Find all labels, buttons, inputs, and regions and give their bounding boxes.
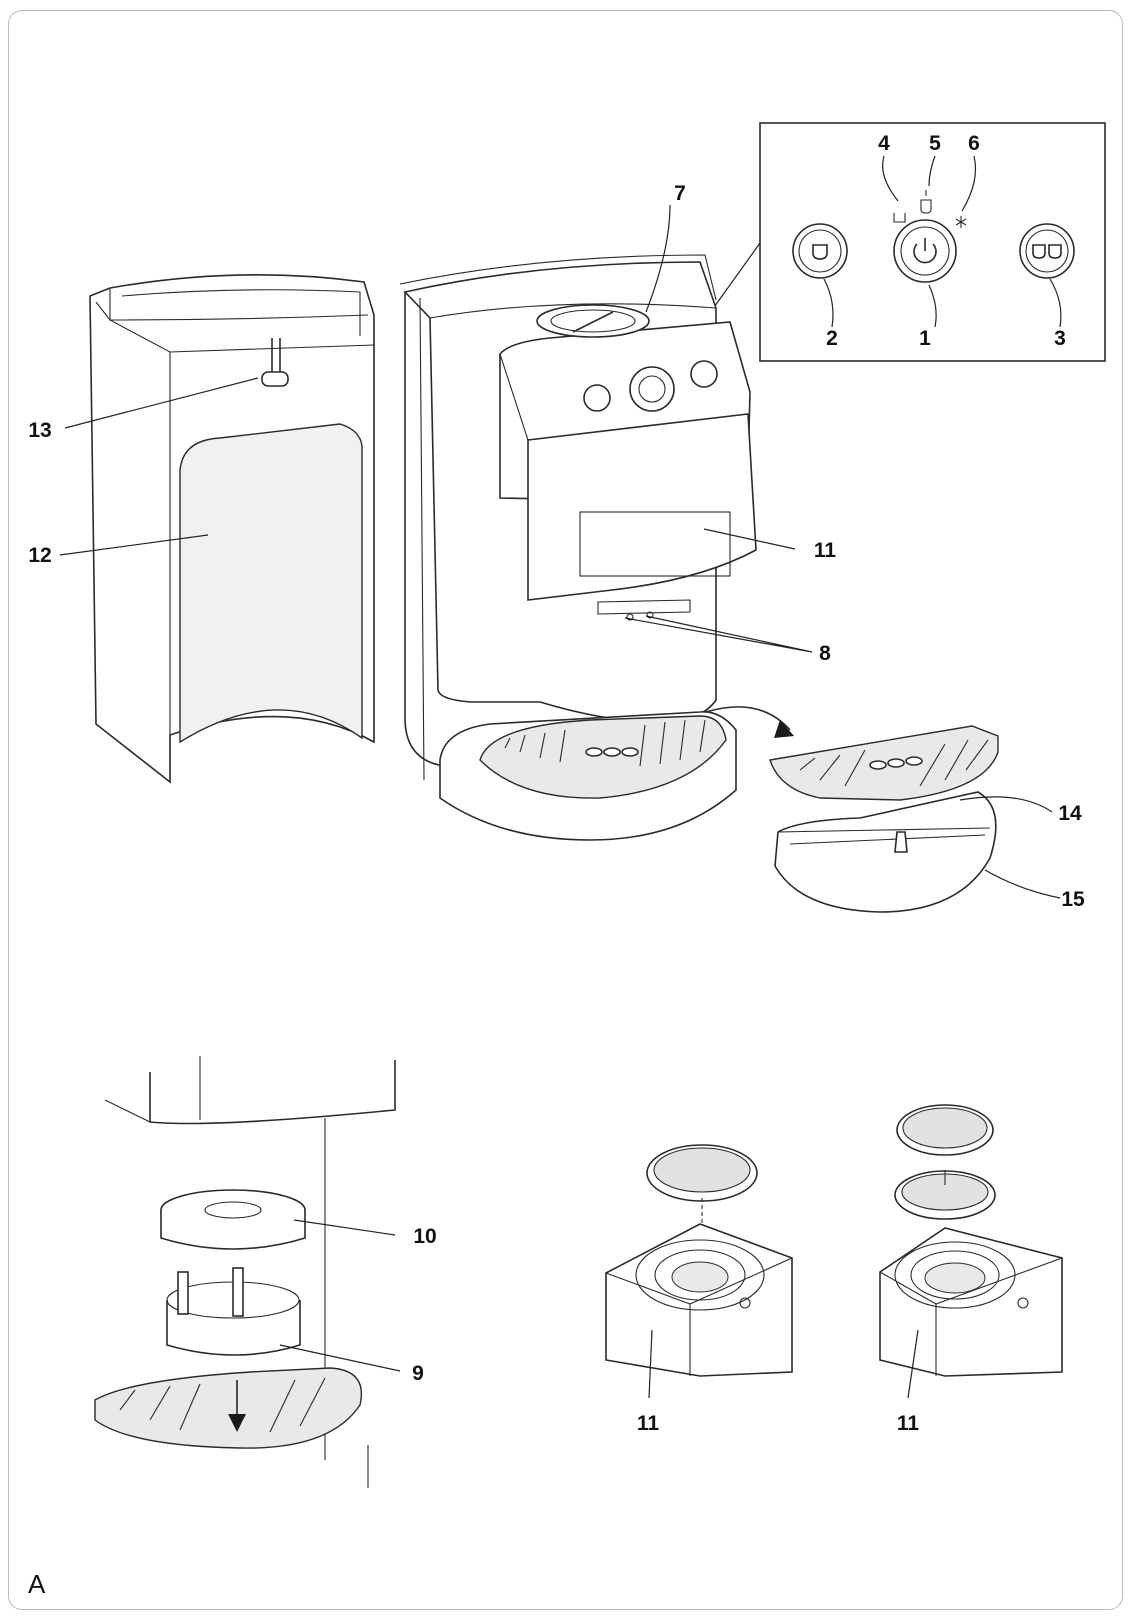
bottom-grid (94, 1367, 362, 1449)
callout-11-single: 11 (637, 1412, 660, 1435)
figure-letter: A (28, 1569, 46, 1599)
callout-13: 13 (28, 419, 51, 442)
double-cup-icon (1032, 244, 1062, 259)
power-symbol-icon (913, 238, 937, 264)
drip-tray (774, 791, 997, 913)
max-level-marker (261, 371, 289, 387)
power-button (893, 219, 957, 283)
callout-14: 14 (1058, 802, 1082, 825)
center-power-button (629, 366, 675, 412)
steam-icon (955, 216, 967, 228)
coffee-machine (399, 254, 757, 841)
right-button (690, 360, 718, 388)
callout-10: 10 (413, 1225, 436, 1248)
water-tank (89, 273, 375, 784)
water-tank-icon (893, 213, 906, 223)
callout-11-double: 11 (897, 1412, 920, 1435)
pod-cover (160, 1189, 306, 1250)
left-button (583, 384, 611, 412)
callout-5: 5 (929, 132, 941, 155)
callout-1: 1 (919, 327, 931, 350)
callout-2: 2 (826, 327, 838, 350)
callout-12: 12 (28, 544, 51, 567)
descale-icon (920, 190, 932, 214)
single-cup-icon (812, 244, 828, 260)
drip-grid (769, 725, 999, 801)
single-cup-button (792, 223, 848, 279)
single-pod-holder (605, 1144, 793, 1377)
callout-8: 8 (819, 642, 831, 665)
callout-9: 9 (412, 1362, 424, 1385)
page-frame (8, 10, 1123, 1610)
callout-7: 7 (674, 182, 686, 205)
double-cup-button (1019, 223, 1075, 279)
callout-4: 4 (878, 132, 890, 155)
callout-3: 3 (1054, 327, 1066, 350)
pod-holder (166, 1267, 301, 1356)
callout-15: 15 (1061, 888, 1085, 911)
callout-6: 6 (968, 132, 980, 155)
leader-lines (59, 204, 1061, 1399)
double-pod-holder (879, 1104, 1063, 1377)
callout-11-machine: 11 (814, 539, 837, 562)
control-panel-inset (711, 122, 1106, 362)
pod-holder-assembly (94, 1056, 396, 1488)
removal-arrow (705, 706, 791, 731)
